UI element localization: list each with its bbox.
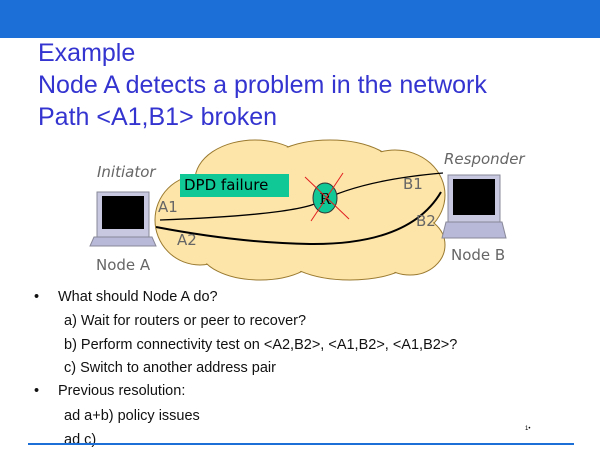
initiator-label: Initiator <box>97 163 156 181</box>
sub-item: c) Switch to another address pair <box>64 360 276 376</box>
b1-label: B1 <box>403 175 423 193</box>
a2-label: A2 <box>177 231 197 249</box>
title-line-2: Node A detects a problem in the network <box>38 71 487 99</box>
laptop-icon-node-a <box>89 191 157 247</box>
sub-item: ad a+b) policy issues <box>64 408 200 424</box>
node-b-label: Node B <box>451 246 506 264</box>
sub-item: b) Perform connectivity test on <A2,B2>,… <box>64 337 458 353</box>
footer-line <box>28 443 574 445</box>
laptop-icon-node-b <box>441 174 507 239</box>
dpd-failure-label: DPD failure <box>180 174 289 197</box>
sub-item: ad c) <box>64 432 97 448</box>
a1-label: A1 <box>158 198 178 216</box>
broken-x-icon <box>304 172 350 222</box>
page-number: 1• <box>525 426 531 432</box>
responder-label: Responder <box>444 150 525 168</box>
node-a-label: Node A <box>96 256 151 274</box>
bullet-item: •Previous resolution: <box>34 383 186 399</box>
title-line-3: Path <A1,B1> broken <box>38 103 278 131</box>
bullet-item: •What should Node A do? <box>34 289 218 305</box>
path-a2-b2 <box>155 191 442 246</box>
slide-title: Example Node A detects a problem in the … <box>38 37 487 133</box>
top-bar <box>0 0 600 38</box>
b2-label: B2 <box>416 212 436 230</box>
sub-item: a) Wait for routers or peer to recover? <box>64 313 307 329</box>
title-line-1: Example <box>38 39 136 67</box>
